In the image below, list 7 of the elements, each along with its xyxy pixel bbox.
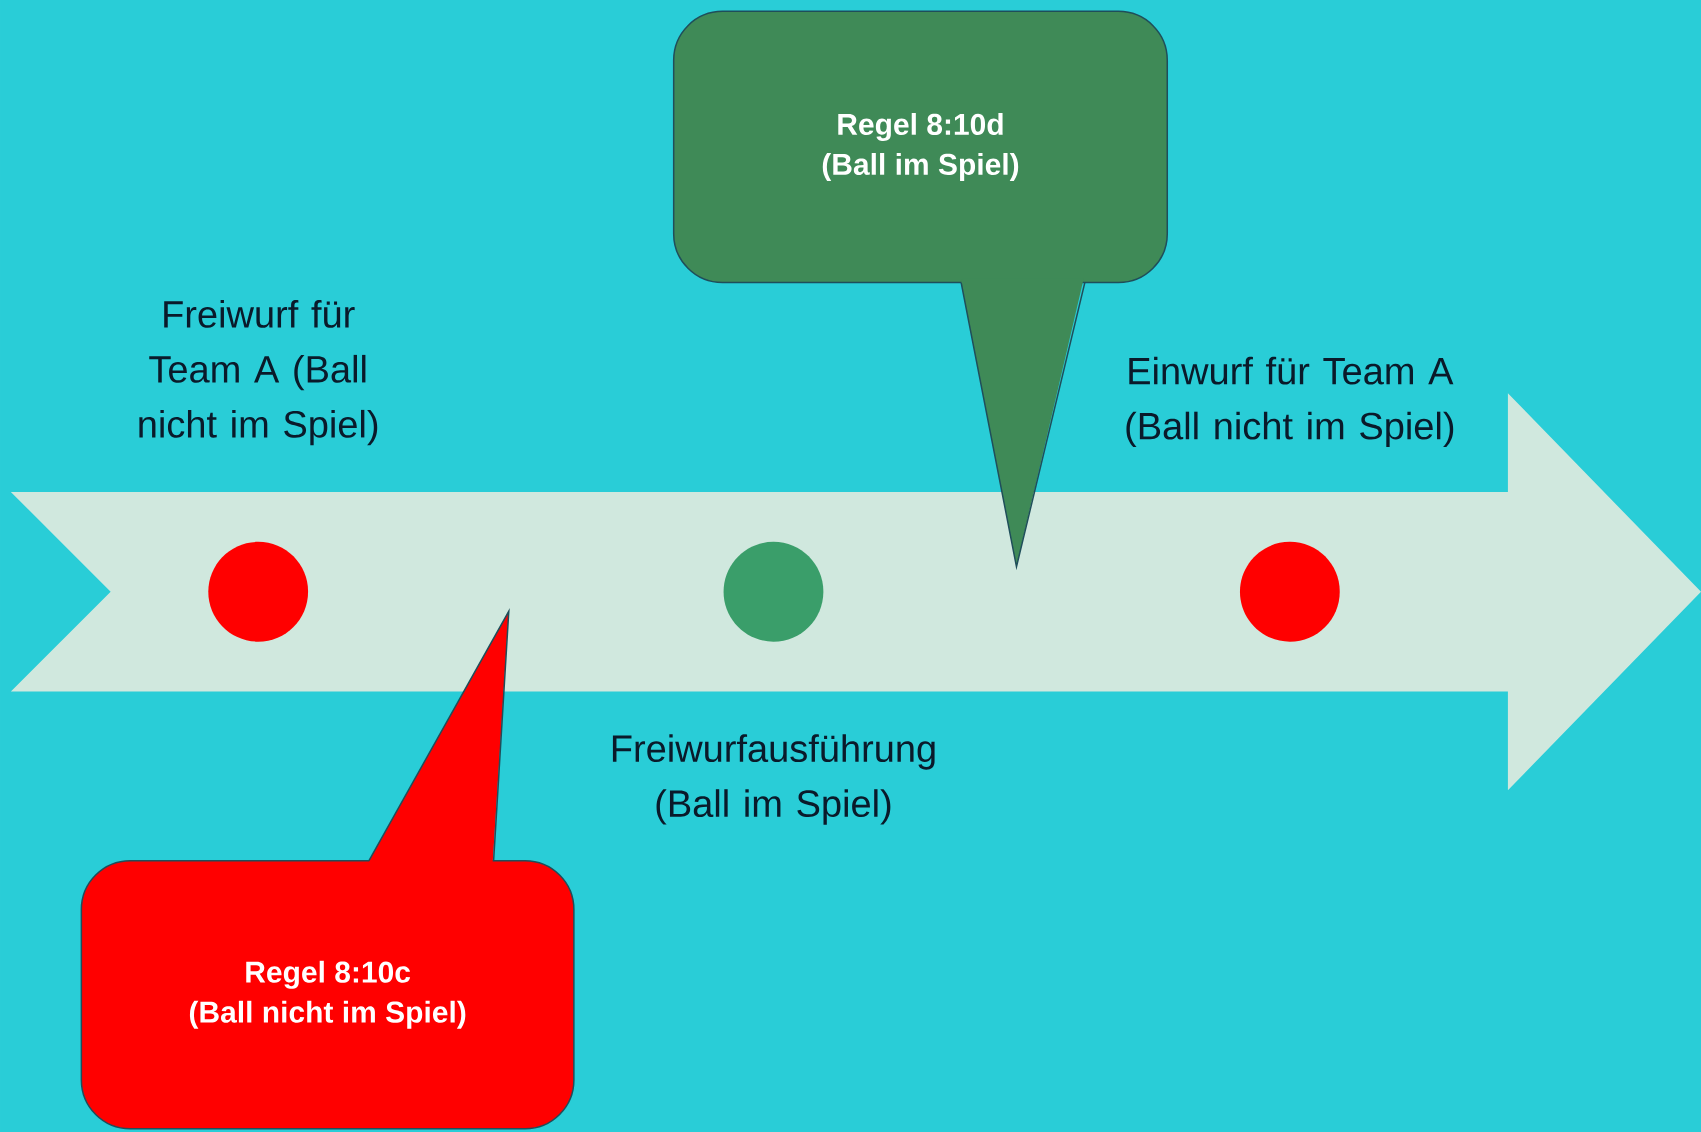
event-label: Freiwurf für Team A (Ball nicht im Spiel)	[139, 299, 378, 446]
speech-bubble: Regel 8:10c (Ball nicht im Spiel)	[80, 608, 575, 1130]
event-dot	[1239, 541, 1340, 642]
event-dot	[723, 541, 824, 642]
timeline-arrow	[10, 393, 1701, 791]
event-dot	[208, 541, 309, 642]
event-label: Freiwurfausführung (Ball im Spiel)	[612, 734, 935, 825]
